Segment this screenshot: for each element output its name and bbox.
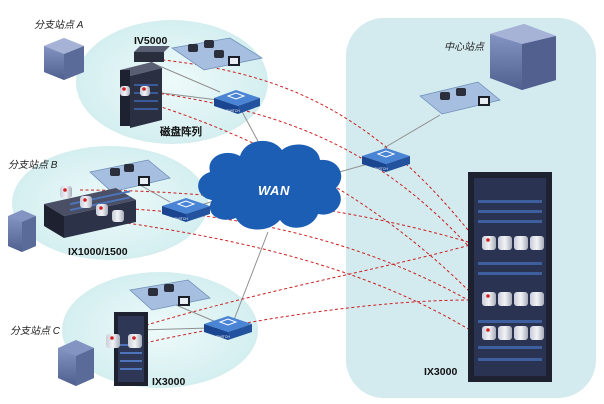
iv5000-rack-icon <box>134 46 170 62</box>
switch-label-b: SWITCH <box>174 217 188 221</box>
wan-label: WAN <box>258 183 290 198</box>
branch-c-server-tray-icon <box>129 279 211 311</box>
disk-array-rack-icon <box>120 62 162 128</box>
center-ix3000-rack-icon <box>468 172 552 382</box>
branch-c-ix3000-rack-icon <box>106 312 148 386</box>
ix1000-storage-icon <box>44 186 136 238</box>
branch-a-label: 分支站点 A <box>34 20 84 31</box>
branch-c-area <box>62 272 258 388</box>
branch-b-switch-icon <box>162 198 210 222</box>
disk-array-label: 磁盘阵列 <box>160 126 202 138</box>
branch-b-label: 分支站点 B <box>8 160 58 171</box>
branch-c-switch-icon <box>204 316 252 340</box>
iv5000-label: IV5000 <box>134 35 168 47</box>
branch-c-building-icon <box>58 340 94 386</box>
branch-c-label: 分支站点 C <box>10 326 60 337</box>
center-ix3000-label: IX3000 <box>424 366 458 378</box>
center-building-icon <box>490 24 556 90</box>
switch-label-center: SWITCH <box>374 167 388 171</box>
switch-label-c: SWITCH <box>216 335 230 339</box>
branch-b-server-tray-icon <box>89 159 171 193</box>
center-site-label: 中心站点 <box>444 42 484 53</box>
branch-a-switch-icon <box>214 90 260 114</box>
center-server-tray-icon <box>419 81 501 115</box>
wan-cloud <box>198 140 342 230</box>
branch-b-building-icon <box>8 210 36 252</box>
ix1000-1500-label: IX1000/1500 <box>68 246 128 258</box>
switch-label-a: SWITCH <box>226 109 240 113</box>
branch-a-building-icon <box>44 38 84 80</box>
center-switch-icon <box>362 148 410 172</box>
branch-ix3000-label: IX3000 <box>152 376 186 388</box>
branch-a-server-tray-icon <box>170 37 264 71</box>
